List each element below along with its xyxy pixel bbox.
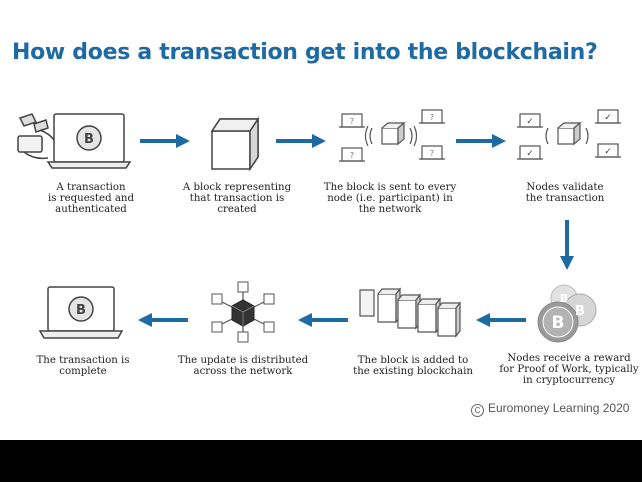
step-8-label: The transaction is complete (36, 355, 130, 377)
bitcoin-symbol: B (76, 303, 86, 318)
check-icon: ✓ (604, 147, 612, 157)
distributed-cubes-icon (211, 281, 275, 343)
arrow-left-icon (298, 313, 348, 327)
check-icon: ✓ (526, 117, 534, 127)
chain-blocks-icon (359, 287, 462, 338)
bitcoin-symbol: B (552, 313, 565, 333)
copyright-credit: C Euromoney Learning 2020 (471, 401, 629, 417)
check-icon: ✓ (604, 113, 612, 123)
arrow-right-icon (140, 134, 190, 148)
copyright-icon: C (471, 404, 484, 417)
step-7-label: The update is distributed across the net… (177, 355, 309, 377)
broadcast-network-icon: ? ? ? ? (339, 109, 445, 162)
arrow-left-icon (138, 313, 188, 327)
credit-text: Euromoney Learning 2020 (488, 401, 630, 415)
cube-icon (210, 116, 260, 172)
step-6-label: The block is added to the existing block… (353, 355, 473, 377)
step-1-label: A transaction is requested and authentic… (47, 182, 134, 215)
diagram-canvas: How does a transaction get into the bloc… (0, 0, 642, 440)
arrow-down-icon (560, 220, 574, 270)
step-5-label: Nodes receive a reward for Proof of Work… (499, 353, 639, 386)
laptop-bitcoin-icon: B (17, 113, 132, 169)
step-3-label: The block is sent to every node (i.e. pa… (323, 182, 457, 215)
step-4-label: Nodes validate the transaction (525, 182, 605, 204)
laptop-complete-icon: B (38, 286, 124, 339)
screen-question-mark: ? (430, 113, 434, 122)
bitcoin-symbol: B (84, 132, 94, 147)
screen-question-mark: ? (430, 149, 434, 158)
bottom-letterbox (0, 440, 642, 482)
page-title: How does a transaction get into the bloc… (12, 40, 598, 65)
step-2-label: A block representing that transaction is… (182, 182, 292, 215)
screen-question-mark: ? (350, 117, 354, 126)
bitcoin-symbol: B (575, 304, 585, 319)
screen-question-mark: ? (350, 151, 354, 160)
coins-icon: B B B (537, 284, 597, 343)
arrow-left-icon (476, 313, 526, 327)
validate-network-icon: ✓ ✓ ✓ ✓ (517, 109, 621, 160)
arrow-right-icon (276, 134, 326, 148)
check-icon: ✓ (526, 149, 534, 159)
arrow-right-icon (456, 134, 506, 148)
bitcoin-symbol: B (560, 292, 568, 305)
